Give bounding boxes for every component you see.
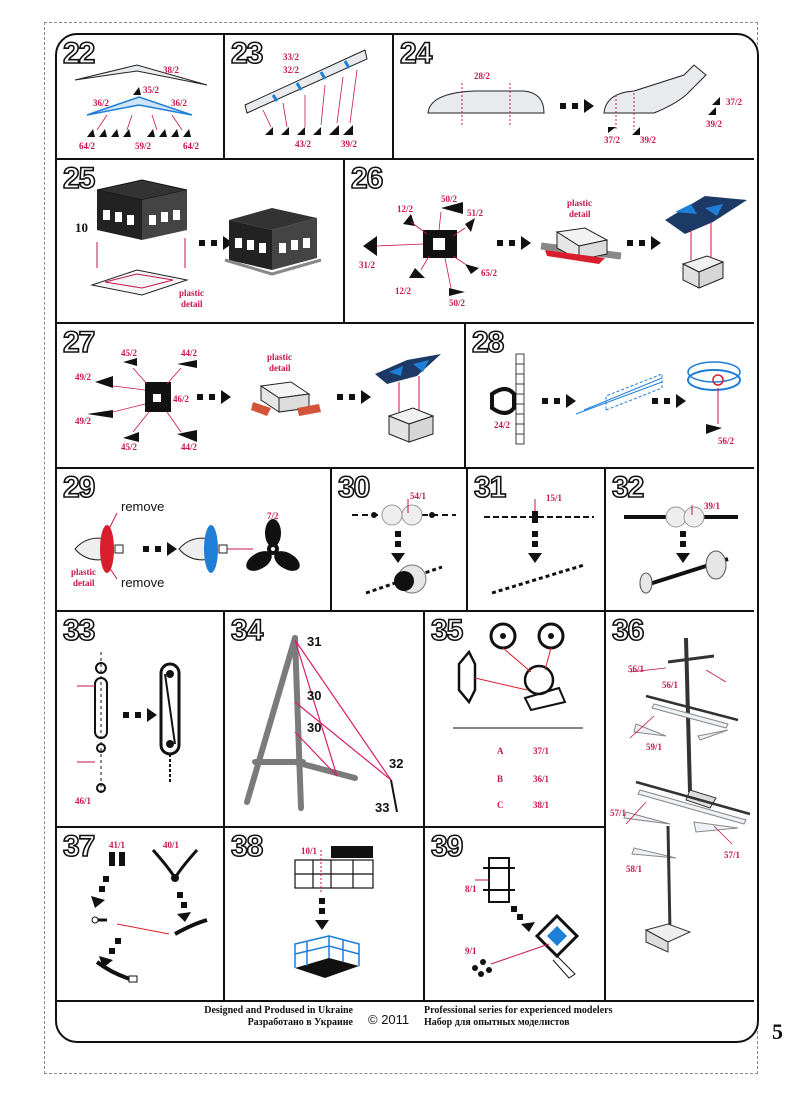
- col-divider: [423, 610, 425, 1000]
- footer-series-en: Professional series for experienced mode…: [424, 1005, 613, 1016]
- step-25-drawing: [90, 179, 322, 296]
- row-divider: [57, 826, 605, 828]
- step-31: 31 15/1: [468, 469, 604, 610]
- step-22-drawing: [74, 64, 208, 137]
- step-25: 25 10 plastic detail: [57, 160, 343, 322]
- footer-series-ru: Набор для опытных моделистов: [424, 1017, 570, 1028]
- step-number: 36: [611, 613, 645, 648]
- step-number: 27: [62, 325, 96, 360]
- step-31-drawing: [484, 499, 594, 595]
- step-36: 36 56/1 56/1 59/1 57/1 57/1 58/1: [606, 612, 754, 1000]
- step-number: 37: [62, 829, 96, 864]
- row-divider: [57, 158, 754, 160]
- step-30-drawing: [352, 499, 456, 595]
- step-27-drawing: [87, 354, 441, 443]
- step-number: 38: [230, 829, 264, 864]
- step-number: 31: [473, 470, 507, 505]
- step-33: 33 46/1: [57, 612, 223, 826]
- step-26-drawing: [363, 196, 747, 296]
- step-30: 30 54/1: [332, 469, 466, 610]
- col-divider: [464, 322, 466, 467]
- step-number: 24: [399, 36, 433, 71]
- step-39: 39 8/1 9/1: [425, 828, 604, 1000]
- footer-series: Professional series for experienced mode…: [424, 1005, 612, 1029]
- row-divider: [57, 322, 754, 324]
- step-34-drawing: [244, 635, 398, 813]
- step-29: 29 remove remove plastic detail 7/2: [57, 469, 330, 610]
- footer-designed: Designed and Prodused in Ukraine Разрабо…: [110, 1005, 353, 1029]
- step-number: 28: [471, 325, 505, 360]
- step-38: 38 10/1: [225, 828, 423, 1000]
- col-divider: [330, 467, 332, 610]
- col-divider: [392, 35, 394, 158]
- step-35-drawing: [453, 622, 583, 729]
- col-divider: [343, 158, 345, 322]
- step-38-drawing: [294, 846, 374, 978]
- step-36-drawing: [623, 637, 751, 953]
- step-number: 25: [62, 161, 96, 196]
- step-34: 34 31 30 30 32 33: [225, 612, 423, 826]
- step-39-drawing: [472, 857, 580, 979]
- step-28: 28 24/2 56/2: [466, 324, 754, 467]
- step-37: 37 41/1 40/1: [57, 828, 223, 1000]
- step-number: 32: [611, 470, 645, 505]
- step-33-drawing: [77, 652, 181, 793]
- col-divider: [223, 35, 225, 158]
- col-divider: [223, 610, 225, 1000]
- step-number: 26: [350, 161, 384, 196]
- step-number: 34: [230, 613, 264, 648]
- col-divider: [604, 467, 606, 1000]
- footer-designed-ru: Разработано в Украине: [247, 1017, 353, 1028]
- row-divider: [57, 610, 754, 612]
- step-27: 27 45/2 44/2 49/2 46/2 49/2 45/2 44/2 pl…: [57, 324, 464, 467]
- step-number: 22: [62, 36, 96, 71]
- step-number: 39: [430, 829, 464, 864]
- step-number: 23: [230, 36, 264, 71]
- step-22: 22 38/2 35/2 36/2 36/2 64/2 59/2 64/2: [57, 35, 223, 158]
- step-24: 24 28/2 37/2 37/2 39/2 39/2: [394, 35, 754, 158]
- step-28-drawing: [490, 353, 741, 445]
- row-divider: [57, 467, 754, 469]
- step-number: 35: [430, 613, 464, 648]
- footer-copyright: © 2011: [368, 1012, 410, 1027]
- row-divider: [57, 1000, 754, 1002]
- step-32-drawing: [624, 505, 738, 594]
- step-23: 23 33/2 32/2 43/2 39/2: [225, 35, 392, 158]
- step-35: 35 A 37/1 B 36/1 C 38/1: [425, 612, 604, 826]
- step-26: 26 50/2 12/2 51/2 31/2 65/2 12/2: [345, 160, 754, 322]
- step-number: 33: [62, 613, 96, 648]
- step-29-drawing: [74, 512, 300, 580]
- col-divider: [466, 467, 468, 610]
- step-37-drawing: [91, 849, 208, 983]
- page-number: 5: [772, 1019, 783, 1044]
- step-number: 30: [337, 470, 371, 505]
- step-number: 29: [62, 470, 96, 505]
- step-32: 32 39/1: [606, 469, 754, 610]
- footer-designed-en: Designed and Prodused in Ukraine: [204, 1005, 353, 1016]
- step-23-drawing: [244, 49, 368, 135]
- step-24-drawing: [427, 64, 720, 135]
